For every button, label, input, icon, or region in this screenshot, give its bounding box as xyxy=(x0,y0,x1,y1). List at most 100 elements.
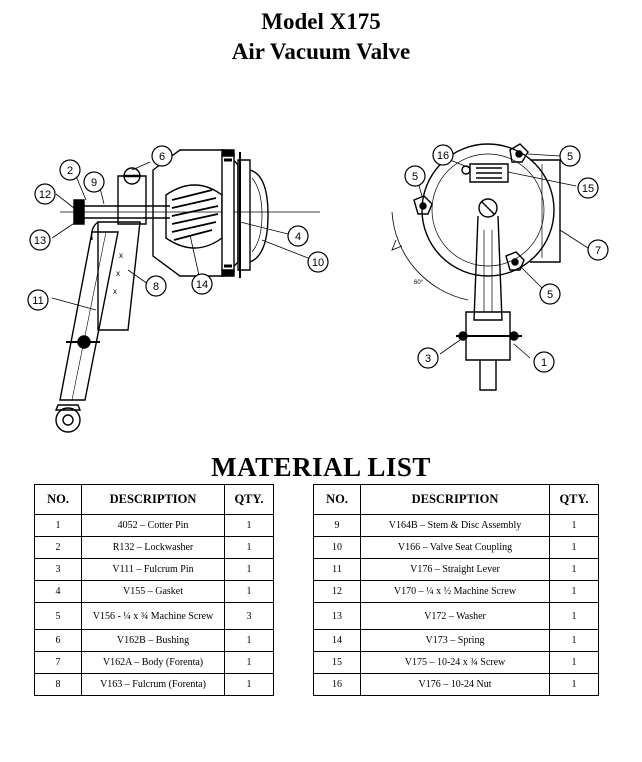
callout-13: 13 xyxy=(34,235,46,247)
cell-no: 12 xyxy=(313,580,361,603)
cell-no: 10 xyxy=(313,536,361,559)
cell-qty: 1 xyxy=(549,602,599,630)
cell-desc: V176 – Straight Lever xyxy=(360,558,550,581)
header-qty: QTY. xyxy=(549,484,599,515)
table-row: 6 V162B – Bushing 1 xyxy=(34,629,274,652)
cell-desc: V111 – Fulcrum Pin xyxy=(81,558,225,581)
cell-qty: 1 xyxy=(224,629,274,652)
cell-desc: V166 – Valve Seat Coupling xyxy=(360,536,550,559)
table-row: 12 V170 – ¼ x ½ Machine Screw 1 xyxy=(313,580,599,603)
table-row: 16 V176 – 10-24 Nut 1 xyxy=(313,673,599,696)
valve-assembly-drawings: x x x xyxy=(27,143,609,433)
cell-qty: 1 xyxy=(224,673,274,696)
cell-qty: 1 xyxy=(224,558,274,581)
callout-16: 16 xyxy=(437,150,449,162)
header-no: NO. xyxy=(313,484,361,515)
cell-qty: 1 xyxy=(224,536,274,559)
callout-12: 12 xyxy=(39,189,51,201)
callout-1: 1 xyxy=(541,357,547,369)
cell-desc: V155 – Gasket xyxy=(81,580,225,603)
table-row: 3 V111 – Fulcrum Pin 1 xyxy=(34,558,274,581)
cell-no: 2 xyxy=(34,536,82,559)
callouts: 2 6 9 12 13 11 8 14 4 10 16 5 15 7 5 5 3… xyxy=(27,144,609,373)
cell-desc: V162A – Body (Forenta) xyxy=(81,651,225,674)
table-row: 13 V172 – Washer 1 xyxy=(313,602,599,630)
table-row: 1 4052 – Cotter Pin 1 xyxy=(34,514,274,537)
cell-desc: V175 – 10-24 x ¾ Screw xyxy=(360,651,550,674)
callout-14: 14 xyxy=(196,279,208,291)
cell-desc: V170 – ¼ x ½ Machine Screw xyxy=(360,580,550,603)
side-view-drawing: x x x xyxy=(54,149,320,433)
cell-no: 13 xyxy=(313,602,361,630)
table-row: 5 V156 - ¼ x ¾ Machine Screw 3 xyxy=(34,602,274,630)
cell-desc: V164B – Stem & Disc Assembly xyxy=(360,514,550,537)
valve-outline xyxy=(421,143,555,277)
callout-3: 3 xyxy=(425,353,431,365)
callout-15: 15 xyxy=(582,183,594,195)
callout-5-left: 5 xyxy=(412,171,418,183)
cell-desc: R132 – Lockwasher xyxy=(81,536,225,559)
svg-text:x: x xyxy=(116,269,120,278)
header-description: DESCRIPTION xyxy=(360,484,550,515)
callout-8: 8 xyxy=(153,281,159,293)
cell-qty: 1 xyxy=(549,580,599,603)
cell-qty: 3 xyxy=(224,602,274,630)
callout-6: 6 xyxy=(159,151,165,163)
lever-arm xyxy=(59,231,119,401)
right-leader-lines xyxy=(417,153,589,359)
cell-no: 9 xyxy=(313,514,361,537)
svg-text:x: x xyxy=(119,251,123,260)
cell-qty: 1 xyxy=(224,580,274,603)
cell-desc: V156 - ¼ x ¾ Machine Screw xyxy=(81,602,225,630)
table-header-row: NO. DESCRIPTION QTY. xyxy=(313,484,599,515)
cell-no: 16 xyxy=(313,673,361,696)
cell-qty: 1 xyxy=(224,514,274,537)
table-row: 2 R132 – Lockwasher 1 xyxy=(34,536,274,559)
cell-qty: 1 xyxy=(549,536,599,559)
callout-5-bottom: 5 xyxy=(547,289,553,301)
cell-no: 5 xyxy=(34,602,82,630)
left-leader-lines xyxy=(51,161,309,311)
material-list-heading: MATERIAL LIST xyxy=(211,452,431,482)
cell-qty: 1 xyxy=(549,514,599,537)
table-row: 8 V163 – Fulcrum (Forenta) 1 xyxy=(34,673,274,696)
cell-no: 8 xyxy=(34,673,82,696)
table-row: 9 V164B – Stem & Disc Assembly 1 xyxy=(313,514,599,537)
header-description: DESCRIPTION xyxy=(81,484,225,515)
cell-no: 15 xyxy=(313,651,361,674)
cell-qty: 1 xyxy=(549,651,599,674)
callout-7: 7 xyxy=(595,245,601,257)
cell-no: 4 xyxy=(34,580,82,603)
cell-desc: V163 – Fulcrum (Forenta) xyxy=(81,673,225,696)
table-row: 14 V173 – Spring 1 xyxy=(313,629,599,652)
angle-label: 60° xyxy=(414,280,424,286)
header-no: NO. xyxy=(34,484,82,515)
callout-5-top: 5 xyxy=(567,151,573,163)
cell-qty: 1 xyxy=(224,651,274,674)
page-title: Model X175 xyxy=(261,9,381,34)
cell-qty: 1 xyxy=(549,673,599,696)
straight-lever xyxy=(473,215,503,321)
material-table-right: NO. DESCRIPTION QTY. 9 V164B – Stem & Di… xyxy=(313,484,599,696)
cell-desc: V162B – Bushing xyxy=(81,629,225,652)
cell-qty: 1 xyxy=(549,629,599,652)
cell-no: 3 xyxy=(34,558,82,581)
material-table-left: NO. DESCRIPTION QTY. 1 4052 – Cotter Pin… xyxy=(34,484,274,696)
end-view-drawing xyxy=(391,143,561,391)
callout-10: 10 xyxy=(312,257,324,269)
cell-desc: 4052 – Cotter Pin xyxy=(81,514,225,537)
callout-9: 9 xyxy=(91,177,97,189)
cell-no: 7 xyxy=(34,651,82,674)
table-row: 15 V175 – 10-24 x ¾ Screw 1 xyxy=(313,651,599,674)
table-row: 11 V176 – Straight Lever 1 xyxy=(313,558,599,581)
table-row: 7 V162A – Body (Forenta) 1 xyxy=(34,651,274,674)
cell-no: 11 xyxy=(313,558,361,581)
callout-2: 2 xyxy=(67,165,73,177)
callout-4: 4 xyxy=(295,231,301,243)
table-header-row: NO. DESCRIPTION QTY. xyxy=(34,484,274,515)
cell-desc: V176 – 10-24 Nut xyxy=(360,673,550,696)
cell-desc: V172 – Washer xyxy=(360,602,550,630)
cell-qty: 1 xyxy=(549,558,599,581)
header-qty: QTY. xyxy=(224,484,274,515)
svg-text:x: x xyxy=(113,287,117,296)
